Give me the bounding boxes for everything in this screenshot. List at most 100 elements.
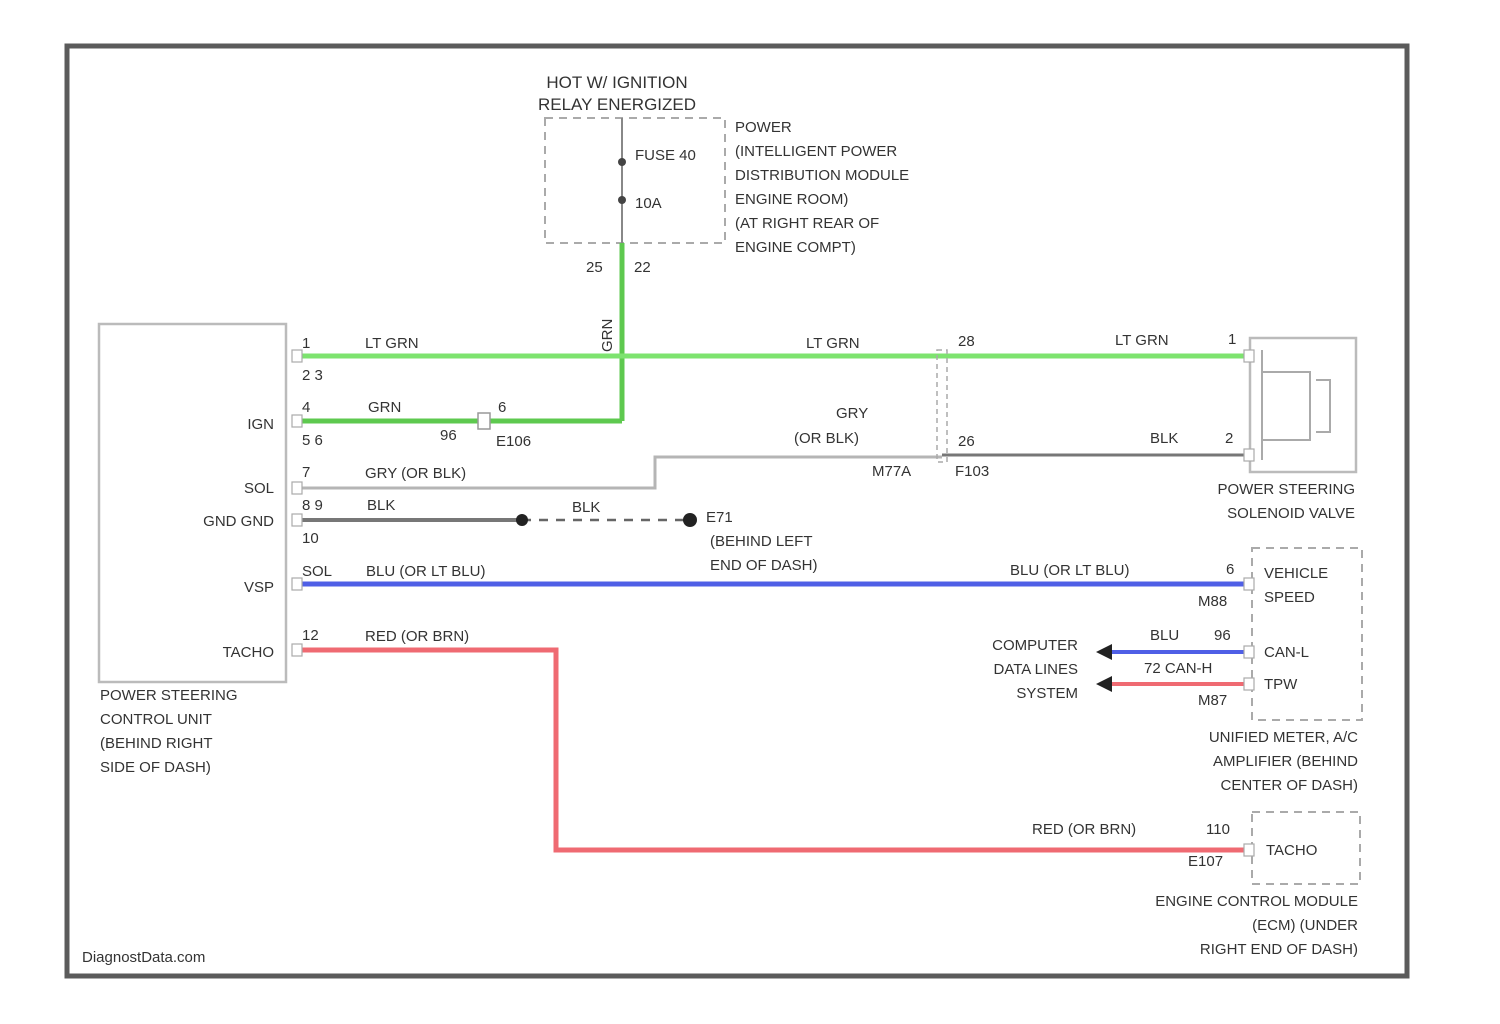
meter-connector-tpw	[1244, 678, 1254, 690]
watermark: DiagnostData.com	[82, 949, 205, 966]
pscu-pin-5-6: 5 6	[302, 432, 323, 449]
pscu-term-vsp: VSP	[244, 579, 274, 596]
connector-m77a-box	[937, 350, 947, 462]
ipdm-box	[545, 118, 725, 243]
wire-lt-grn-label-1: LT GRN	[365, 335, 419, 352]
pscu-pin-4: 4	[302, 399, 310, 416]
power-source-4: ENGINE ROOM)	[735, 191, 848, 208]
power-header-line1: HOT W/ IGNITION	[546, 73, 687, 92]
wire-red-left-label: RED (OR BRN)	[365, 628, 469, 645]
computer-data-2: DATA LINES	[994, 661, 1078, 678]
pscu-pin-7: 7	[302, 464, 310, 481]
wire-gry-label: GRY (OR BLK)	[365, 465, 466, 482]
connector-m77a-pin26: 26	[958, 433, 975, 450]
pscu-connector-tacho	[292, 644, 302, 656]
meter-term-speed: SPEED	[1264, 589, 1315, 606]
wire-blk-valve-label: BLK	[1150, 430, 1178, 447]
can-arrow-bottom-icon	[1096, 676, 1112, 692]
pscu-term-sol: SOL	[244, 480, 274, 497]
meter-label-1: UNIFIED METER, A/C	[1209, 729, 1358, 746]
pscu-connector-vsp	[292, 578, 302, 590]
ecm-pin-e107: E107	[1188, 853, 1223, 870]
ground-label-3: END OF DASH)	[710, 557, 818, 574]
ecm-label-3: RIGHT END OF DASH)	[1200, 941, 1358, 958]
pscu-connector-pin1	[292, 350, 302, 362]
wire-blk-label: BLK	[367, 497, 395, 514]
wire-gry-right-2: (OR BLK)	[794, 430, 859, 447]
can-arrow-top-icon	[1096, 644, 1112, 660]
valve-pin-1: 1	[1228, 331, 1236, 348]
meter-term-vehicle: VEHICLE	[1264, 565, 1328, 582]
valve-pin-2: 2	[1225, 430, 1233, 447]
pscu-term-ign: IGN	[247, 416, 274, 433]
ground-point	[683, 513, 697, 527]
power-source-1: POWER	[735, 119, 792, 136]
ecm-label-2: (ECM) (UNDER	[1252, 917, 1358, 934]
ground-splice	[516, 514, 528, 526]
pscu-pin-8-9: 8 9	[302, 497, 323, 514]
wire-gry-right-1: GRY	[836, 405, 868, 422]
connector-f103-label: F103	[955, 463, 989, 480]
pscu-pin-1: 1	[302, 335, 310, 352]
power-source-6: ENGINE COMPT)	[735, 239, 856, 256]
green-feed-label: GRN	[599, 319, 616, 352]
connector-m77a-label: M77A	[872, 463, 911, 480]
power-header-line2: RELAY ENERGIZED	[538, 95, 696, 114]
pscu-pin-2-3: 2 3	[302, 367, 323, 384]
meter-term-tpw: TPW	[1264, 676, 1298, 693]
power-source-3: DISTRIBUTION MODULE	[735, 167, 909, 184]
pscu-label-4: SIDE OF DASH)	[100, 759, 211, 776]
wire-can-blu-label: BLU	[1150, 627, 1179, 644]
valve-label-1: POWER STEERING	[1217, 481, 1355, 498]
ipdm-pin-25: 25	[586, 259, 603, 276]
can-h-label: 72 CAN-H	[1144, 660, 1212, 677]
pscu-label-3: (BEHIND RIGHT	[100, 735, 213, 752]
connector-e106	[478, 413, 490, 429]
valve-connector-1	[1244, 350, 1254, 362]
ground-label-1: E71	[706, 509, 733, 526]
connector-m77a-pin28: 28	[958, 333, 975, 350]
meter-label-2: AMPLIFIER (BEHIND	[1213, 753, 1358, 770]
connector-e106-pin2: 96	[440, 427, 457, 444]
ecm-term-tacho: TACHO	[1266, 842, 1317, 859]
pscu-term-gnd: GND GND	[203, 513, 274, 530]
power-source-5: (AT RIGHT REAR OF	[735, 215, 879, 232]
ecm-pin-110: 110	[1206, 821, 1230, 838]
fuse-contact-bottom	[618, 196, 626, 204]
pscu-box	[99, 324, 286, 682]
ground-label-2: (BEHIND LEFT	[710, 533, 813, 550]
meter-pin-m88: M88	[1198, 593, 1227, 610]
ipdm-pin-22: 22	[634, 259, 651, 276]
computer-data-3: SYSTEM	[1016, 685, 1078, 702]
pscu-label-2: CONTROL UNIT	[100, 711, 212, 728]
wire-lt-grn-label-3: LT GRN	[1115, 332, 1169, 349]
meter-connector-can	[1244, 646, 1254, 658]
meter-pin-m87: M87	[1198, 692, 1227, 709]
pscu-pin-12: 12	[302, 627, 319, 644]
wire-blu-left-label: BLU (OR LT BLU)	[366, 563, 485, 580]
meter-label-3: CENTER OF DASH)	[1220, 777, 1358, 794]
pscu-pin-sol: SOL	[302, 563, 332, 580]
connector-e106-label: E106	[496, 433, 531, 450]
fuse-label: FUSE 40	[635, 147, 696, 164]
wire-lt-grn-label-2: LT GRN	[806, 335, 860, 352]
meter-term-can-l: CAN-L	[1264, 644, 1309, 661]
ecm-label-1: ENGINE CONTROL MODULE	[1155, 893, 1358, 910]
power-source-2: (INTELLIGENT POWER	[735, 143, 897, 160]
solenoid-coil-icon	[1262, 350, 1330, 460]
wire-blu-right-label: BLU (OR LT BLU)	[1010, 562, 1129, 579]
wire-red-right-label: RED (OR BRN)	[1032, 821, 1136, 838]
valve-connector-2	[1244, 449, 1254, 461]
pscu-label-1: POWER STEERING	[100, 687, 238, 704]
meter-connector-vsp	[1244, 578, 1254, 590]
computer-data-1: COMPUTER	[992, 637, 1078, 654]
solenoid-valve-box	[1250, 338, 1356, 472]
fuse-rating: 10A	[635, 195, 662, 212]
pscu-pin-10: 10	[302, 530, 319, 547]
wire-can-num: 96	[1214, 627, 1231, 644]
wire-grn-label: GRN	[368, 399, 401, 416]
pscu-connector-pin7	[292, 482, 302, 494]
pscu-connector-pin4	[292, 415, 302, 427]
wire-blk2-label: BLK	[572, 499, 600, 516]
